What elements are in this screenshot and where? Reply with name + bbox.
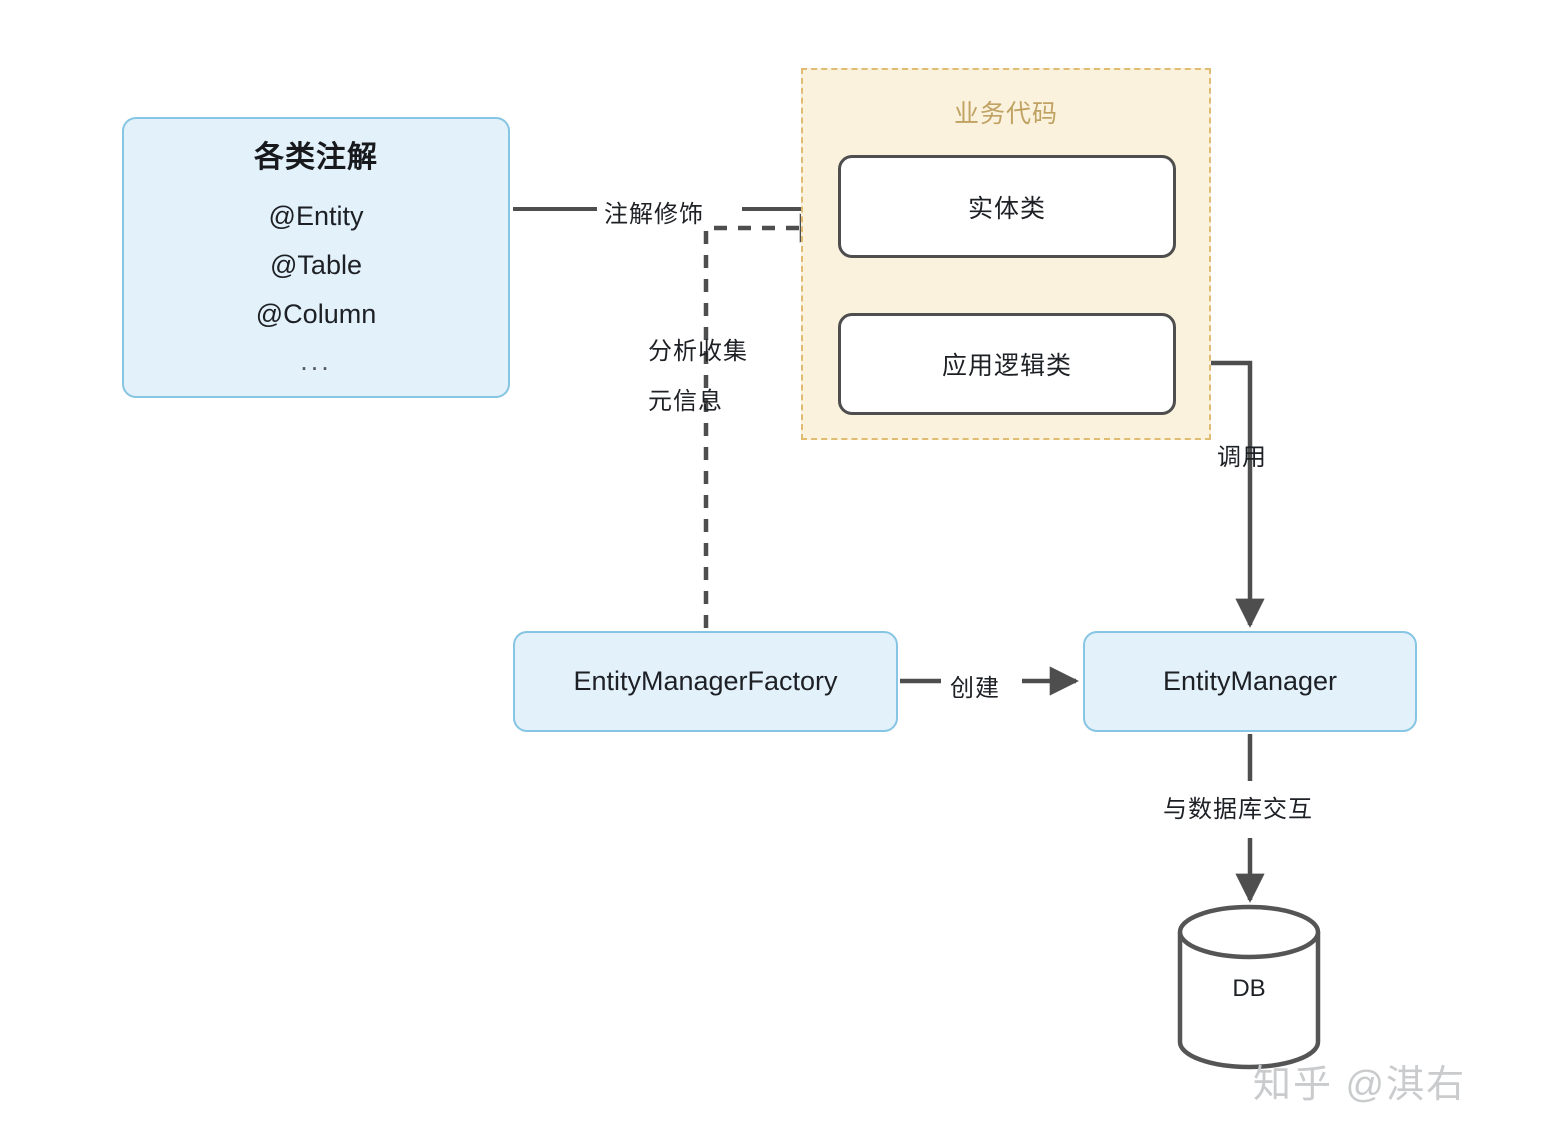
edge-label-annotate: 注解修饰 [604, 201, 704, 228]
db-label: DB [1232, 975, 1266, 1002]
edge-label-collect-metadata-line1: 分析收集 [648, 338, 748, 365]
edge-label-create: 创建 [950, 675, 1000, 702]
annotation-item-column: @Column [255, 299, 377, 329]
annotation-item-entity: @Entity [268, 201, 364, 231]
edge-label-db-interact: 与数据库交互 [1163, 796, 1313, 823]
entity-class-box[interactable]: 实体类 [838, 155, 1176, 258]
annotations-card[interactable]: 各类注解 @Entity @Table @Column ... [122, 117, 510, 398]
app-logic-class-box[interactable]: 应用逻辑类 [838, 313, 1176, 415]
watermark: 知乎 @淇右 [1253, 1064, 1467, 1106]
entity-manager-box[interactable]: EntityManager [1083, 631, 1417, 732]
annotation-item-table: @Table [270, 250, 362, 280]
entity-manager-label: EntityManager [1162, 666, 1338, 696]
business-code-title: 业务代码 [953, 100, 1058, 128]
annotation-item-ellipsis: ... [300, 346, 332, 376]
entity-manager-factory-label: EntityManagerFactory [573, 666, 838, 696]
entity-manager-factory-box[interactable]: EntityManagerFactory [513, 631, 898, 732]
edge-label-collect-metadata-line2: 元信息 [648, 388, 723, 415]
app-logic-class-label: 应用逻辑类 [941, 352, 1072, 380]
annotations-card-title: 各类注解 [254, 141, 378, 174]
entity-class-label: 实体类 [967, 194, 1046, 223]
edge-label-invoke: 调用 [1217, 444, 1267, 471]
